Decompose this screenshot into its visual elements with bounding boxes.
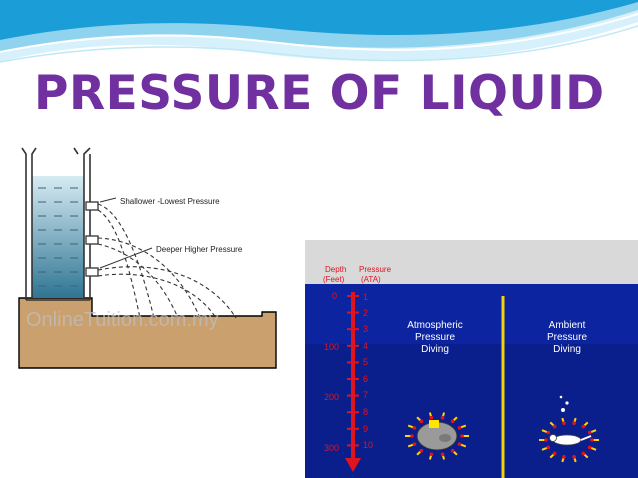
label-deep-pressure: Deeper Higher Pressure [156,245,243,254]
atmospheric-title-line3: Diving [421,344,449,355]
spout-middle [85,235,99,245]
depth-tick-100: 100 [324,342,339,352]
surface-band [305,240,638,284]
depth-header-line2: (Feet) [323,275,345,284]
pressure-arrow-tip [412,426,417,430]
depth-tick-300: 300 [324,443,339,453]
ambient-diver-illustration [539,395,599,463]
pressure-arrow-tip [440,452,445,457]
pressure-arrow-tip [581,424,586,429]
atmospheric-title-line1: Atmospheric [407,320,463,331]
pressure-arrow-tip [450,448,455,453]
pressure-arrow-tip [562,421,566,425]
pressure-arrow-tip [457,426,462,430]
pressure-tick-7: 7 [363,390,368,400]
ambient-title-line1: Ambient [549,320,586,331]
tank-water [32,176,84,298]
pressure-tick-8: 8 [363,407,368,417]
spout-bottom [85,267,99,277]
pressure-header-line1: Pressure [359,265,392,274]
depth-tick-200: 200 [324,392,339,402]
pressure-tick-9: 9 [363,424,368,434]
pressure-tick-5: 5 [363,357,368,367]
pressure-arrow-tip [587,445,592,450]
ambient-title-line3: Diving [553,344,581,355]
pressure-arrow-tip [544,438,548,442]
pressure-arrow-tip [552,424,557,429]
pressure-arrow-tip [590,438,594,442]
pressure-arrow-tip [562,455,566,459]
pressure-arrow-tip [572,455,576,459]
pressure-tick-1: 1 [363,292,368,302]
depth-header-line1: Depth [325,265,346,274]
spout-top [85,201,99,211]
pressure-tick-6: 6 [363,374,368,384]
page-title: PRESSURE OF LIQUID [34,66,605,121]
ground-base [18,297,277,369]
depth-tick-0: 0 [332,291,337,301]
pressure-arrow-tip [572,421,576,425]
pressure-arrow-tip [581,451,586,456]
pressure-arrow-tip [429,452,434,457]
watermark: OnlineTuition.com.my [26,309,219,331]
ambient-title-line2: Pressure [547,332,587,343]
depth-arrow-head [345,458,361,472]
pressure-arrow-tip [412,442,417,446]
pressure-tick-3: 3 [363,324,368,334]
pressure-arrow-tip [429,415,434,420]
pressure-tick-10: 10 [363,440,373,450]
diving-pressure-figure: Depth (Feet) Pressure (ATA) 0 100 200 30… [305,240,638,478]
pressure-arrow-tip [460,434,464,438]
pressure-arrow-tip [587,430,592,435]
pressure-header-line2: (ATA) [361,275,381,284]
pressure-arrow-tip [410,434,414,438]
tank-pressure-diagram: OnlineTuition.com.my Shallower -Lowest P… [18,147,277,369]
atmospheric-title-line2: Pressure [415,332,455,343]
pressure-tick-2: 2 [363,308,368,318]
pressure-arrow-tip [457,442,462,446]
pressure-arrow-tip [450,419,455,424]
pressure-arrow-tip [440,415,445,420]
pressure-arrow-tip [552,451,557,456]
pressure-arrow-tip [546,445,551,450]
label-shallow-pressure: Shallower -Lowest Pressure [120,197,220,206]
atmospheric-suit-illustration [405,412,469,460]
pressure-tick-4: 4 [363,341,368,351]
pressure-arrow-tip [419,419,424,424]
pressure-arrow-tip [419,448,424,453]
pressure-arrow-tip [546,430,551,435]
header-wave-decoration [0,0,638,63]
